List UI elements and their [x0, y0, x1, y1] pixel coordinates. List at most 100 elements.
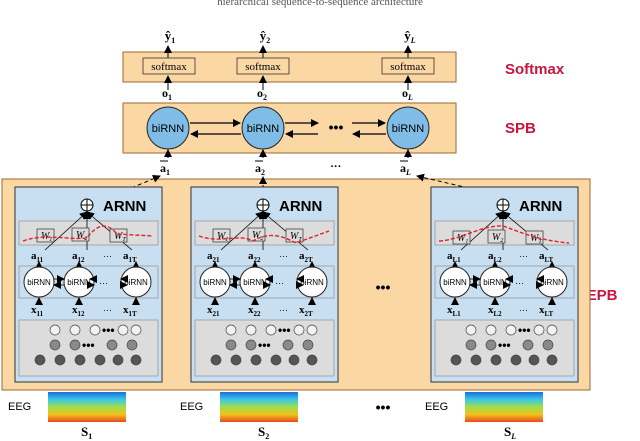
feature-ellipsis: •••: [258, 338, 271, 352]
softmax-column-2: ŷ2 softmax: [236, 28, 290, 90]
input-feature-label: xL2: [488, 304, 502, 318]
feature-ellipsis: •••: [278, 323, 291, 337]
feature-unit: [265, 324, 277, 336]
softmax-column-L: ŷL softmax: [381, 28, 435, 90]
feature-unit: [270, 354, 282, 366]
arnn-title: ARNN: [279, 198, 322, 215]
spb-layer-label: SPB: [505, 120, 536, 137]
sequence-ellipsis: ···: [519, 251, 528, 261]
sequence-ellipsis: ···: [103, 305, 112, 315]
input-feature-label: x1T: [123, 304, 137, 318]
attention-weight-label: W1: [457, 233, 468, 245]
softmax-box-L: [381, 57, 435, 75]
softmax-column-1: ŷ1 softmax: [142, 28, 196, 90]
eeg-ellipsis: •••: [376, 399, 391, 415]
feature-unit: [250, 354, 262, 366]
sequence-ellipsis: ···: [275, 278, 284, 288]
feature-unit: [510, 354, 522, 366]
birnn-label: biRNN: [247, 123, 279, 135]
feature-unit: [112, 354, 124, 366]
feature-ellipsis: •••: [518, 323, 531, 337]
eeg-spectrogram-image: [220, 392, 298, 422]
attention-output-label: a11: [31, 250, 44, 264]
a-bar-label-1: a1: [160, 161, 170, 177]
eeg-input-1: EEG S1: [8, 392, 126, 441]
feature-unit: [225, 339, 237, 351]
feature-unit: [94, 354, 106, 366]
attention-weight-label: WT: [530, 233, 542, 245]
attention-output-label: a22: [248, 250, 261, 264]
input-feature-label: xL1: [447, 304, 461, 318]
input-feature-label: x22: [248, 304, 261, 318]
attention-output-label: a12: [72, 250, 85, 264]
feature-unit: [130, 354, 142, 366]
spb-ellipsis: •••: [329, 119, 344, 135]
feature-unit: [490, 354, 502, 366]
birnn-label: biRNN: [67, 278, 91, 287]
attention-curve: [198, 230, 330, 244]
header-caption: hierarchical sequence-to-sequence archit…: [217, 0, 423, 8]
y-hat-2: ŷ2: [260, 28, 271, 45]
feature-unit: [74, 354, 86, 366]
feature-unit: [49, 324, 61, 336]
arnn-title: ARNN: [103, 198, 146, 215]
feature-unit: [485, 324, 497, 336]
feature-unit: [465, 324, 477, 336]
feature-unit: [230, 354, 242, 366]
feature-unit: [210, 354, 222, 366]
feature-unit: [89, 324, 101, 336]
arnn-title: ARNN: [519, 198, 562, 215]
attention-output-label: aL2: [488, 250, 502, 264]
feature-unit: [293, 324, 305, 336]
birnn-label: biRNN: [243, 278, 267, 287]
feature-unit: [282, 339, 294, 351]
softmax-box-label: softmax: [245, 61, 281, 73]
birnn-label: biRNN: [540, 278, 564, 287]
attention-output-label: a21: [207, 250, 220, 264]
eeg-label: EEG: [8, 401, 31, 413]
feature-unit: [225, 324, 237, 336]
feature-unit: [106, 339, 118, 351]
epoch-signal-label: S2: [258, 424, 269, 441]
feature-unit: [49, 339, 61, 351]
attention-weight-label: W1: [217, 231, 228, 243]
feature-unit: [130, 324, 142, 336]
birnn-label: biRNN: [392, 123, 424, 135]
sequence-ellipsis: ···: [99, 278, 108, 288]
sequence-ellipsis: ···: [103, 251, 112, 261]
attention-output-label: a1T: [123, 250, 137, 264]
birnn-label: biRNN: [124, 278, 148, 287]
feature-unit: [245, 339, 257, 351]
o-label-1: o1: [162, 86, 172, 102]
epoch-signal-label: S1: [81, 424, 92, 441]
attention-curve: [22, 225, 154, 242]
attention-curve: [438, 225, 570, 244]
epb-layer-label: EPB: [587, 287, 618, 304]
y-hat-L: ŷL: [404, 28, 416, 45]
attention-weight-label: W1: [41, 231, 52, 243]
input-feature-label: x11: [31, 304, 44, 318]
attention-weight-label: W2: [76, 230, 87, 242]
eeg-spectrogram-image: [465, 392, 543, 422]
attention-weight-box: [36, 228, 55, 243]
attention-output-label: aL1: [447, 250, 461, 264]
feature-unit: [546, 354, 558, 366]
feature-unit: [465, 339, 477, 351]
softmax-layer-label: Softmax: [505, 61, 565, 78]
feature-unit: [306, 324, 318, 336]
softmax-box-2: [236, 57, 290, 75]
feature-unit: [546, 324, 558, 336]
feature-unit: [470, 354, 482, 366]
input-feature-label: x21: [207, 304, 220, 318]
attention-weight-label: W2: [492, 232, 503, 244]
birnn-label: biRNN: [152, 123, 184, 135]
feature-unit: [542, 339, 554, 351]
birnn-label: biRNN: [483, 278, 507, 287]
attention-weight-box: [487, 229, 506, 244]
epoch-signal-label: SL: [504, 424, 516, 441]
a-bar-label-2: a2: [255, 161, 265, 177]
feature-unit: [117, 324, 129, 336]
